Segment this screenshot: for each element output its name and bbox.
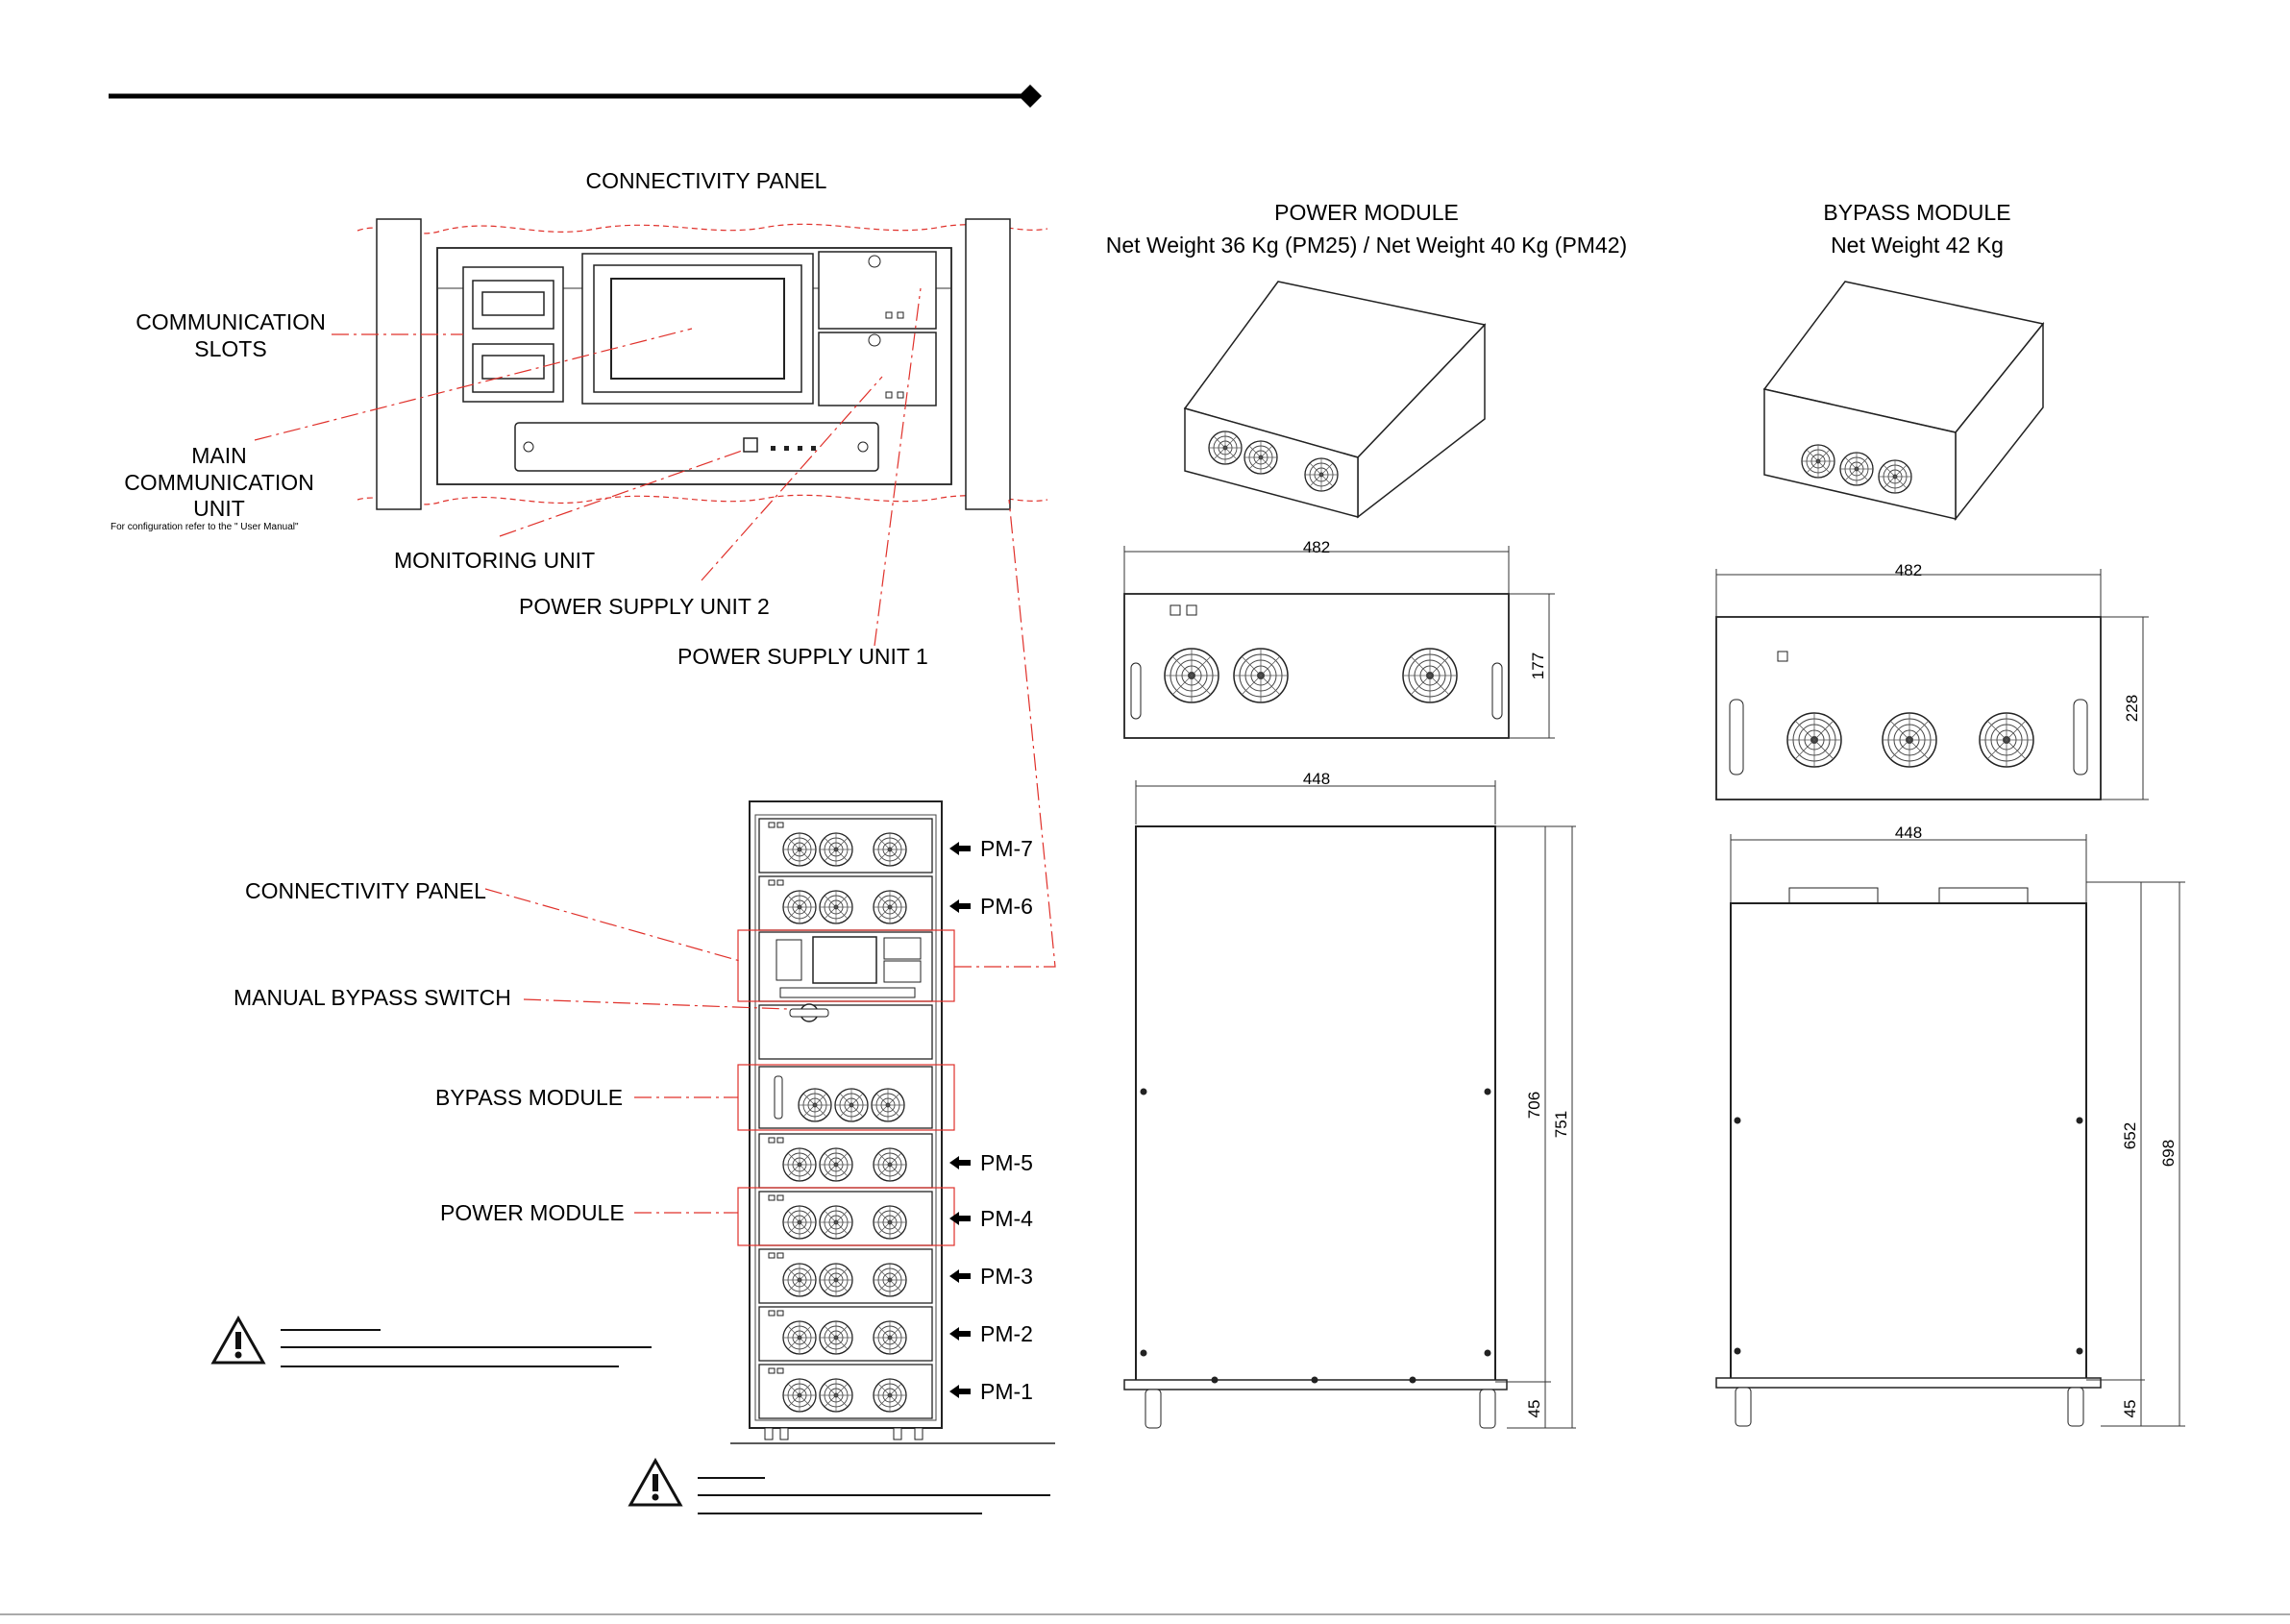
label-connectivity-panel: CONNECTIVITY PANEL	[245, 878, 486, 903]
module-fan-icon	[782, 1263, 817, 1297]
module-fan-icon	[782, 832, 817, 867]
callout-communication-slots-line2: SLOTS	[194, 336, 266, 361]
label-manual-bypass-switch: MANUAL BYPASS SWITCH	[234, 985, 511, 1010]
bm-front-width-dim: 482	[1895, 561, 1922, 579]
module-fan-icon	[798, 1088, 832, 1122]
bypass-module-top-view	[1715, 834, 2185, 1427]
pm-depth-inner-dim: 706	[1525, 1092, 1543, 1119]
module-fan-icon	[782, 890, 817, 924]
pm-front-width-dim: 482	[1303, 538, 1330, 556]
callout-communication-slots-line1: COMMUNICATION	[135, 309, 326, 334]
module-fan-icon	[819, 1263, 853, 1297]
module-fan-icon	[873, 1205, 907, 1240]
callout-main-comm-note: For configuration refer to the " User Ma…	[111, 522, 299, 532]
module-fan-icon	[873, 890, 907, 924]
pm-label-3: PM-3	[980, 1264, 1033, 1289]
module-fan-icon	[819, 832, 853, 867]
pm-label-7: PM-7	[980, 836, 1033, 861]
bm-top-width-dim: 448	[1895, 824, 1922, 842]
manual-bypass-switch[interactable]	[758, 1004, 933, 1060]
callout-psu2: POWER SUPPLY UNIT 2	[519, 594, 770, 619]
module-fan-icon	[873, 1147, 907, 1182]
module-fan-icon	[782, 1205, 817, 1240]
module-fan-icon	[782, 1147, 817, 1182]
power-module-front-view	[1123, 546, 1555, 739]
bypass-module-isometric	[1762, 281, 2045, 522]
power-module-top-view	[1123, 780, 1576, 1429]
callout-monitoring-unit: MONITORING UNIT	[394, 548, 595, 573]
module-fan-icon	[873, 1378, 907, 1413]
module-fan-icon	[819, 1320, 853, 1355]
bm-depth-total-dim: 698	[2159, 1140, 2178, 1167]
bypass-module-front-view	[1715, 569, 2149, 800]
bm-front-height-dim: 228	[2123, 695, 2141, 722]
pm-front-height-dim: 177	[1529, 652, 1547, 679]
module-fan-icon	[782, 1320, 817, 1355]
bypass-module-weight: Net Weight 42 Kg	[1831, 233, 2004, 258]
callout-main-comm-line3: UNIT	[193, 496, 245, 521]
bm-depth-inner-dim: 652	[2121, 1122, 2139, 1149]
pm-label-1: PM-1	[980, 1379, 1033, 1404]
warning-icon	[628, 1457, 683, 1507]
module-fan-icon	[819, 1147, 853, 1182]
label-power-module: POWER MODULE	[440, 1200, 625, 1225]
pm-top-width-dim: 448	[1303, 770, 1330, 788]
pm-label-5: PM-5	[980, 1150, 1033, 1175]
pm-label-6: PM-6	[980, 894, 1033, 919]
callout-main-comm-line2: COMMUNICATION	[124, 470, 314, 495]
module-fan-icon	[819, 890, 853, 924]
pm-label-2: PM-2	[980, 1321, 1033, 1346]
module-fan-icon	[819, 1205, 853, 1240]
callout-main-comm-line1: MAIN	[191, 443, 247, 468]
module-fan-icon	[834, 1088, 869, 1122]
label-bypass-module: BYPASS MODULE	[435, 1085, 623, 1110]
module-fan-icon	[819, 1378, 853, 1413]
warning-icon	[210, 1315, 266, 1365]
pm-label-4: PM-4	[980, 1206, 1033, 1231]
module-fan-icon	[873, 1263, 907, 1297]
connectivity-panel-detail	[357, 218, 1048, 510]
bm-handle-depth-dim: 45	[2121, 1400, 2139, 1418]
bypass-module-title: BYPASS MODULE	[1823, 200, 2010, 225]
power-module-weight: Net Weight 36 Kg (PM25) / Net Weight 40 …	[1106, 233, 1627, 258]
module-fan-icon	[873, 1320, 907, 1355]
power-module-isometric	[1183, 281, 1487, 519]
callout-psu1: POWER SUPPLY UNIT 1	[677, 644, 928, 669]
connectivity-panel-title: CONNECTIVITY PANEL	[586, 168, 827, 193]
pm-handle-depth-dim: 45	[1525, 1400, 1543, 1418]
module-fan-icon	[873, 832, 907, 867]
header-diamond	[1019, 85, 1042, 108]
pm-depth-total-dim: 751	[1552, 1111, 1570, 1138]
power-module-title: POWER MODULE	[1274, 200, 1459, 225]
module-fan-icon	[782, 1378, 817, 1413]
module-fan-icon	[871, 1088, 905, 1122]
